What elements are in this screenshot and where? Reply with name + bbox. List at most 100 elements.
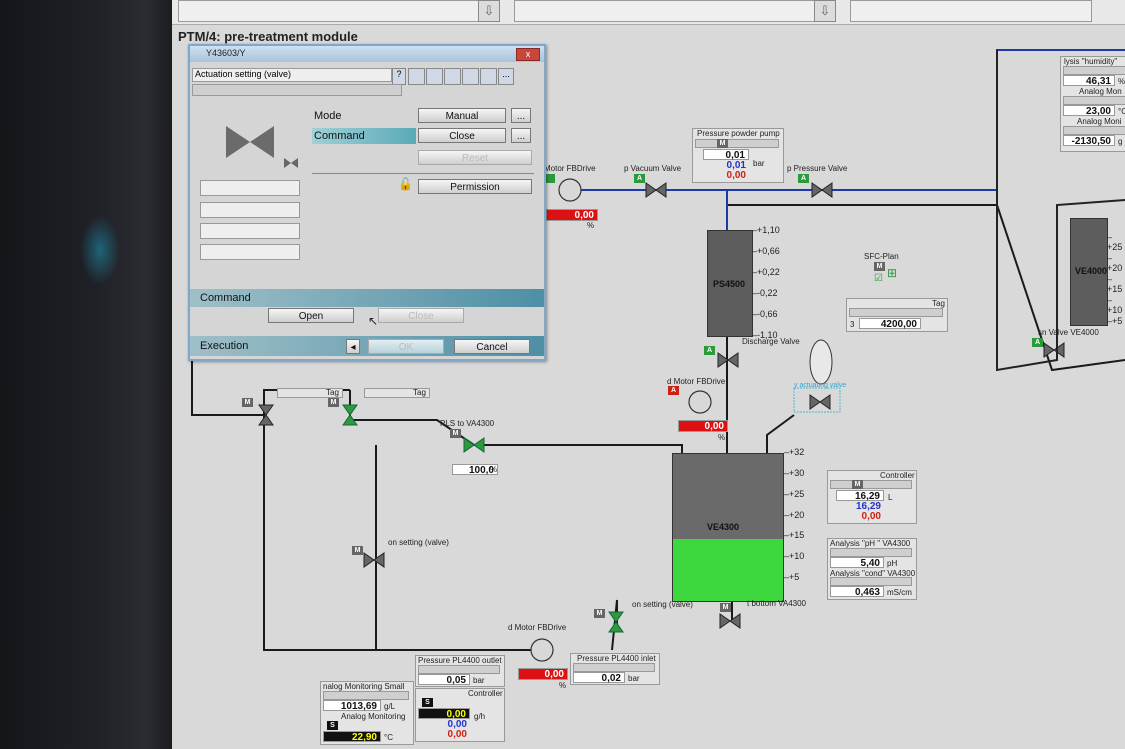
- actuation-valve-left-label: on setting (valve): [388, 538, 449, 547]
- motor-top-speed-value[interactable]: 0,00: [546, 209, 598, 221]
- checkbox-icon[interactable]: ☑: [874, 273, 883, 284]
- dialog-close-button[interactable]: x: [516, 48, 540, 61]
- monitor-bezel: [0, 0, 172, 749]
- command-label: Command: [314, 130, 365, 142]
- divider: [312, 173, 534, 174]
- info-field-3: [200, 223, 300, 239]
- mode-indicator: M: [717, 139, 728, 148]
- pl4400-inlet-value: 0,02: [573, 672, 625, 684]
- controller-bottom-mode: S: [422, 698, 433, 707]
- faceplate-icon[interactable]: [426, 68, 443, 85]
- pressure-valve-label: p Pressure Valve: [787, 164, 848, 173]
- pl4400-outlet-value: 0,05: [418, 674, 470, 686]
- analysis-cond-value: 0,463: [830, 586, 884, 598]
- pressure-value-1: 0,01: [703, 149, 749, 161]
- controller-right-label: Controller: [880, 471, 915, 480]
- pressure-powder-pump-panel[interactable]: Pressure powder pump M 0,01 0,01 0,00 ba…: [692, 128, 784, 183]
- analog-mon-1-label: Analog Mon: [1079, 87, 1122, 96]
- analysis-ph-value: 5,40: [830, 557, 884, 569]
- speaker-icon[interactable]: ◂: [346, 339, 360, 354]
- motor-fbdrive-top-label: Motor FBDrive: [544, 164, 596, 173]
- trend-icon[interactable]: [444, 68, 461, 85]
- ve4300-scale-tick: –+15: [784, 530, 805, 541]
- analysis-cond-unit: mS/cm: [887, 588, 912, 597]
- alarm-list-icon[interactable]: [462, 68, 479, 85]
- dialog-titlebar[interactable]: Y43603/Y x: [190, 46, 544, 62]
- panel-toolbar: [1063, 66, 1125, 75]
- open-button[interactable]: Open: [268, 308, 354, 323]
- panel-toolbar: [830, 480, 912, 489]
- ok-button[interactable]: OK: [368, 339, 444, 354]
- cancel-button[interactable]: Cancel: [454, 339, 530, 354]
- status-indicator: [544, 174, 555, 183]
- tag-2-label: Tag: [413, 388, 426, 397]
- ps4500-scale-tick: –-0,22: [752, 288, 778, 298]
- tag-label: Tag: [932, 299, 945, 308]
- command-section: Command: [190, 289, 544, 307]
- humidity-label: lysis "humidity": [1064, 57, 1118, 66]
- motor-bottom-speed-value[interactable]: 0,00: [518, 668, 568, 680]
- tag-field-2[interactable]: Tag: [364, 388, 430, 398]
- help-icon[interactable]: ?: [392, 68, 406, 85]
- status-bar: [192, 84, 402, 96]
- panel-toolbar: [849, 308, 943, 317]
- pl4400-inlet-label: Pressure PL4400 inlet: [577, 654, 656, 663]
- hmi-screen: ⇩ ⇩ PTM/4: pre-treatment module: [172, 0, 1125, 749]
- analog-mon-1-unit: °C: [1118, 107, 1125, 116]
- humidity-panel[interactable]: lysis "humidity" 46,31 % Analog Mon 23,0…: [1060, 56, 1125, 152]
- command-button[interactable]: Close: [418, 128, 506, 143]
- mode-more-button[interactable]: ...: [511, 108, 531, 123]
- humidity-value: 46,31: [1063, 75, 1115, 87]
- motor-bottom-unit: %: [559, 681, 567, 690]
- command-row-highlight: [312, 128, 416, 144]
- analog-mon-label: Analog Monitoring: [341, 712, 406, 721]
- controller-right-out: 0,00: [861, 511, 881, 522]
- analysis-panel[interactable]: Analysis "pH " VA4300 5,40 pH Analysis "…: [827, 538, 917, 600]
- analog-mon-2-unit: g: [1118, 137, 1123, 146]
- discharge-valve-auto-indicator: A: [704, 346, 715, 355]
- pressure-valve-auto-indicator: A: [798, 174, 809, 183]
- down-arrow-icon[interactable]: ⇩: [814, 0, 836, 22]
- ps4500-scale-tick: –-1,10: [752, 330, 778, 340]
- home-icon[interactable]: [408, 68, 425, 85]
- down-arrow-icon[interactable]: ⇩: [478, 0, 500, 22]
- ve4000-valve-label: sn Valve VE4000: [1038, 328, 1099, 337]
- controller-bottom-pv: 0,00: [418, 708, 470, 720]
- ve4000-tank[interactable]: [1070, 218, 1108, 326]
- controller-panel-right[interactable]: Controller M 16,29 16,29 0,00 L: [827, 470, 917, 524]
- ps4500-tank[interactable]: [707, 230, 753, 337]
- ve4300-scale-tick: –+25: [784, 488, 805, 499]
- pls-valve-unit: %: [490, 465, 498, 474]
- sfc-plan-icon[interactable]: ⊞: [887, 266, 898, 280]
- tag-field-1[interactable]: Tag: [277, 388, 343, 398]
- close-command-button[interactable]: Close: [378, 308, 464, 323]
- info-icon[interactable]: [480, 68, 497, 85]
- view-selector[interactable]: Actuation setting (valve): [192, 68, 392, 82]
- valve-faceplate-dialog[interactable]: Y43603/Y x Actuation setting (valve) ? .…: [188, 44, 546, 361]
- pressure-value-2: 0,01: [726, 160, 746, 171]
- ve4000-scale-tick: –+15: [1107, 274, 1123, 294]
- analog-monitoring-panel[interactable]: nalog Monitoring Small 1013,69 g/L Analo…: [320, 681, 414, 745]
- analog-mon-2-value: -2130,50: [1063, 135, 1115, 147]
- permission-button[interactable]: Permission: [418, 179, 532, 194]
- bottom-valve-mode: M: [720, 603, 731, 612]
- ve4300-tank[interactable]: [672, 453, 784, 602]
- tag-prefix: 3: [850, 320, 855, 329]
- ve4000-scale-tick: –+5: [1107, 316, 1123, 326]
- ve4000-valve-auto-indicator: A: [1032, 338, 1043, 347]
- mode-button[interactable]: Manual: [418, 108, 506, 123]
- tag-panel[interactable]: Tag 3 4200,00: [846, 298, 948, 332]
- pl4400-outlet-unit: bar: [473, 676, 485, 685]
- controller-panel-bottom[interactable]: Controller S 0,00 0,00 0,00 g/h: [415, 688, 505, 742]
- more-icon[interactable]: ...: [498, 68, 514, 85]
- command-more-button[interactable]: ...: [511, 128, 531, 143]
- analysis-ph-label: Analysis "pH " VA4300: [830, 539, 911, 548]
- reset-button[interactable]: Reset: [418, 150, 532, 165]
- motor-mid-speed-value[interactable]: 0,00: [678, 420, 728, 432]
- pls-valve-value[interactable]: 100,0: [452, 464, 498, 476]
- pressure-pl4400-inlet-panel[interactable]: Pressure PL4400 inlet 0,02 bar: [570, 653, 660, 685]
- pressure-pl4400-outlet-panel[interactable]: Pressure PL4400 outlet 0,05 bar: [415, 655, 505, 687]
- dialog-title: Y43603/Y: [206, 48, 246, 58]
- top-field-3[interactable]: [850, 0, 1092, 22]
- motor-fbdrive-bottom-label: d Motor FBDrive: [508, 623, 567, 632]
